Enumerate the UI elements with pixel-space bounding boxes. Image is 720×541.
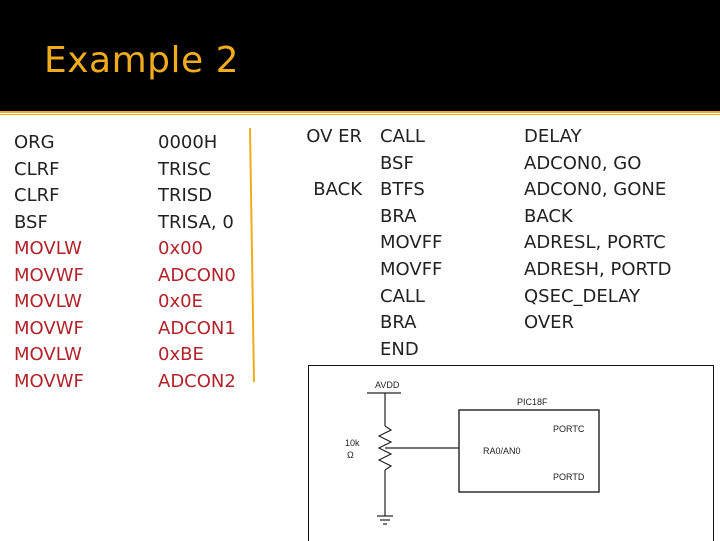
code-line-operand: BACK [524, 205, 573, 227]
code-line-operand: TRISC [158, 158, 211, 180]
pot-unit-label: Ω [347, 450, 354, 460]
title-rule-top [0, 111, 720, 113]
code-line-operand: ADCON2 [158, 370, 236, 392]
pic18f-chip [458, 409, 600, 493]
code-line-opcode: MOVLW [14, 344, 82, 365]
left-operand-column: 0000H TRISC TRISD TRISA, 0 0x00 ADCON0 0… [158, 130, 236, 395]
portd-label: PORTD [553, 472, 585, 482]
code-line-opcode: MOVFF [380, 258, 443, 280]
code-line-operand: ADCON0, GO [524, 152, 642, 174]
code-line-operand: TRISD [158, 185, 213, 206]
code-line-label: BACK [313, 179, 362, 201]
code-line-operand: 0x00 [158, 238, 204, 259]
code-line-operand: ADCON0 [158, 264, 236, 286]
code-line-operand [524, 337, 672, 364]
potentiometer-icon [377, 425, 393, 471]
code-line-label [292, 230, 362, 257]
code-line-operand: ADRESH, PORTD [524, 258, 672, 280]
code-line-opcode: BSF [380, 152, 414, 174]
code-line-label [292, 284, 362, 311]
code-line-opcode: CLRF [14, 185, 60, 206]
code-line-label [292, 151, 362, 178]
code-line-operand: 0xBE [158, 344, 204, 365]
code-line-label [292, 257, 362, 284]
code-line-label [292, 337, 362, 364]
code-line-opcode: MOVLW [14, 238, 82, 259]
code-line-opcode: BRA [380, 312, 417, 334]
code-line-operand: TRISA, 0 [158, 211, 234, 233]
code-line-opcode: END [380, 338, 419, 360]
right-opcode-column: CALL BSF BTFS BRA MOVFF MOVFF CALL BRA E… [380, 124, 442, 363]
circuit-svg: AVDD 10k Ω PIC18F PORTC RA0/AN0 PORTD [345, 380, 600, 525]
title-rule-bottom [0, 114, 720, 115]
title-bar [0, 0, 720, 112]
slide-title: Example 2 [44, 40, 240, 81]
code-line-operand: ADCON0, GONE [524, 179, 667, 201]
code-line-operand: OVER [524, 312, 575, 334]
code-line-label [292, 310, 362, 337]
pot-value-label: 10k [345, 438, 360, 448]
left-opcode-column: ORG CLRF CLRF BSF MOVLW MOVWF MOVLW MOVW… [14, 130, 84, 395]
code-line-operand: DELAY [524, 126, 582, 147]
code-line-operand: 0000H [158, 132, 218, 153]
right-operand-column: DELAY ADCON0, GO ADCON0, GONE BACK ADRES… [524, 124, 672, 363]
supply-label: AVDD [375, 380, 400, 390]
code-line-opcode: BRA [380, 205, 417, 227]
right-label-column: OV ER BACK [292, 124, 362, 363]
code-line-opcode: CALL [380, 285, 425, 307]
code-line-label: OV ER [306, 126, 362, 147]
input-pin-label: RA0/AN0 [483, 446, 521, 456]
code-line-opcode: CALL [380, 126, 425, 147]
circuit-diagram: AVDD 10k Ω PIC18F PORTC RA0/AN0 PORTD [308, 365, 714, 541]
portc-label: PORTC [553, 424, 585, 434]
code-line-label [292, 204, 362, 231]
code-line-opcode: MOVWF [14, 317, 84, 339]
code-line-operand: ADRESL, PORTC [524, 232, 666, 254]
code-line-opcode: MOVLW [14, 291, 82, 312]
code-line-opcode: MOVWF [14, 264, 84, 286]
code-line-operand: ADCON1 [158, 317, 236, 339]
code-line-operand: QSEC_DELAY [524, 285, 641, 307]
code-line-opcode: MOVFF [380, 232, 443, 254]
code-line-opcode: MOVWF [14, 370, 84, 392]
chip-label: PIC18F [517, 397, 548, 407]
code-line-opcode: BSF [14, 211, 48, 233]
code-line-opcode: CLRF [14, 158, 60, 180]
code-line-operand: 0x0E [158, 291, 203, 312]
code-line-opcode: BTFS [380, 179, 425, 201]
code-line-opcode: ORG [14, 132, 55, 153]
